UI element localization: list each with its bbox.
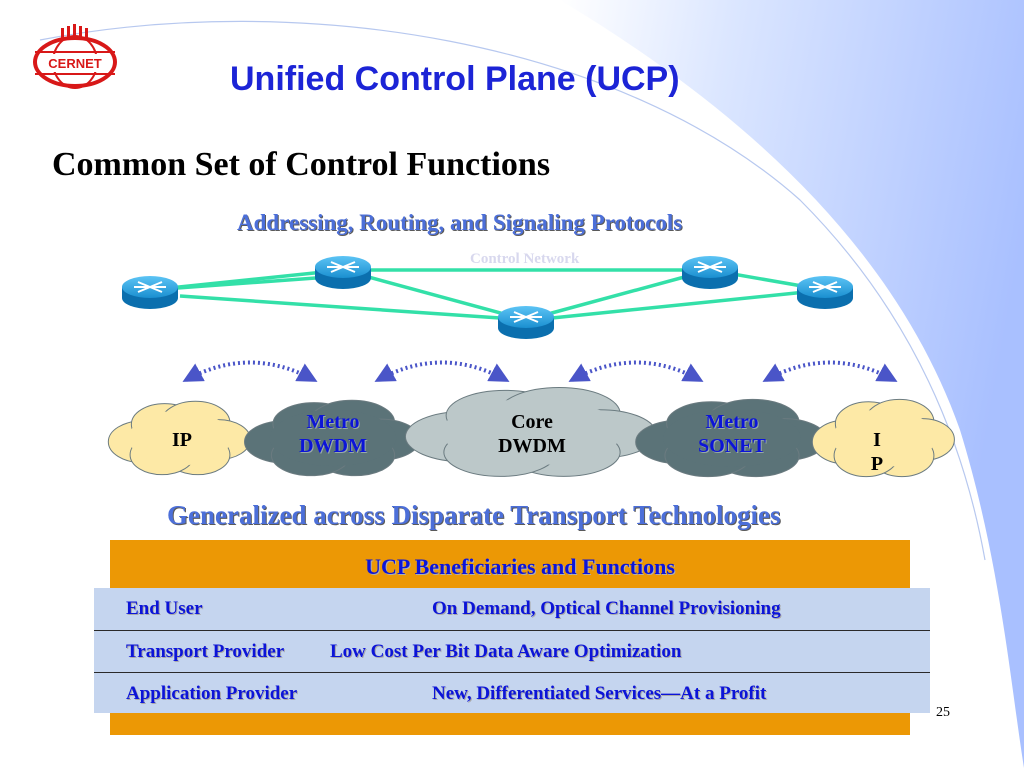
slide-title: Unified Control Plane (UCP) [230, 60, 680, 98]
role-cell: End User [126, 598, 203, 619]
signaling-arrows [182, 360, 898, 382]
function-cell: Low Cost Per Bit Data Aware Optimization [330, 641, 682, 662]
protocols-label: Addressing, Routing, and Signaling Proto… [237, 210, 683, 235]
arrow-icon [374, 360, 510, 382]
cloud-metro-sonet [635, 398, 828, 478]
background-sweep-arc [39, 20, 986, 561]
section-heading: Common Set of Control Functions [52, 146, 551, 183]
router-icon [315, 256, 371, 289]
svg-text:CERNET: CERNET [48, 56, 102, 71]
generalized-label: Generalized across Disparate Transport T… [167, 500, 781, 530]
background-sweep [560, 0, 1024, 768]
function-cell: New, Differentiated Services—At a Profit [432, 683, 767, 704]
table-row: Application Provider New, Differentiated… [94, 672, 930, 713]
network-label-ip: IP [172, 429, 192, 451]
function-cell: On Demand, Optical Channel Provisioning [432, 598, 781, 619]
table-row: End User On Demand, Optical Channel Prov… [94, 588, 930, 628]
cloud-ip-right [811, 398, 955, 478]
table-row: Transport Provider Low Cost Per Bit Data… [94, 630, 930, 671]
router-icon [122, 276, 178, 309]
cloud-ip [107, 400, 251, 476]
role-cell: Application Provider [126, 683, 298, 704]
cloud-core-dwdm [404, 387, 657, 477]
router-icon [797, 276, 853, 309]
beneficiaries-table: End User On Demand, Optical Channel Prov… [94, 588, 930, 713]
beneficiaries-title: UCP Beneficiaries and Functions [365, 554, 675, 579]
control-network-links [149, 268, 826, 322]
router-icon [682, 256, 738, 289]
control-network-label: Control Network [470, 251, 580, 267]
router-icon [498, 306, 554, 339]
role-cell: Transport Provider [126, 641, 285, 662]
arrow-icon [568, 360, 704, 382]
arrow-icon [182, 360, 318, 382]
arrow-icon [762, 360, 898, 382]
page-number: 25 [936, 705, 950, 720]
cloud-metro-dwdm [244, 399, 421, 477]
cernet-logo: CERNET [33, 24, 117, 89]
